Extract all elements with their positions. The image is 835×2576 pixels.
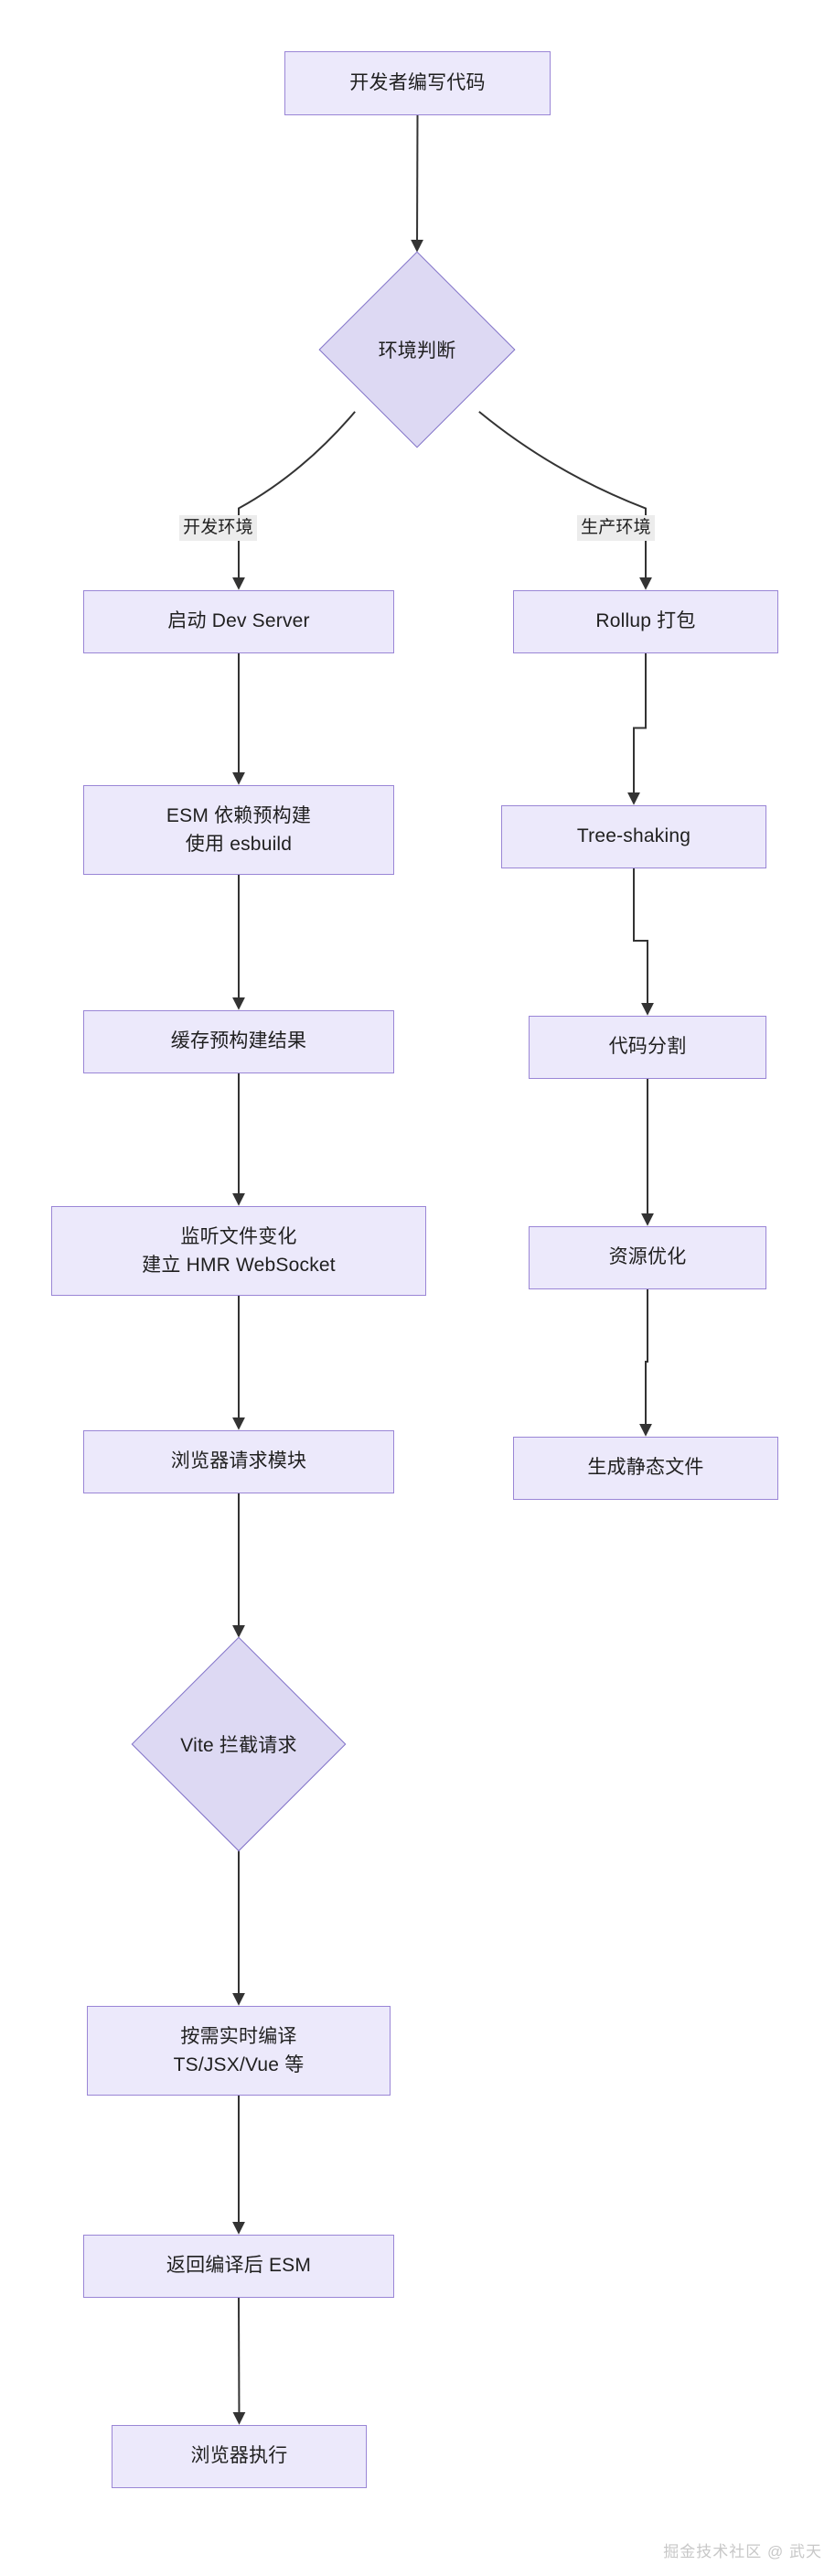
process-node[interactable]: Tree-shaking: [501, 805, 766, 868]
edge-connector: [633, 868, 654, 1016]
process-node[interactable]: 资源优化: [529, 1226, 766, 1289]
decision-node-label: 环境判断: [378, 340, 456, 361]
process-node[interactable]: 按需实时编译 TS/JSX/Vue 等: [87, 2006, 391, 2096]
process-node[interactable]: 代码分割: [529, 1016, 766, 1079]
decision-node[interactable]: 环境判断: [318, 251, 516, 448]
process-node[interactable]: Rollup 打包: [513, 590, 778, 653]
process-node[interactable]: 生成静态文件: [513, 1437, 778, 1500]
process-node[interactable]: 启动 Dev Server: [83, 590, 394, 653]
process-node[interactable]: 缓存预构建结果: [83, 1010, 394, 1073]
edge-connector: [627, 653, 647, 805]
decision-node-label: Vite 拦截请求: [180, 1735, 297, 1756]
edge-label: 开发环境: [179, 515, 257, 541]
process-node[interactable]: ESM 依赖预构建 使用 esbuild: [83, 785, 394, 875]
edge-connector: [639, 1289, 652, 1437]
process-node[interactable]: 返回编译后 ESM: [83, 2235, 394, 2298]
process-node[interactable]: 监听文件变化 建立 HMR WebSocket: [51, 1206, 426, 1296]
edge-connector: [411, 114, 424, 253]
decision-node[interactable]: Vite 拦截请求: [131, 1636, 347, 1852]
process-node[interactable]: 开发者编写代码: [284, 51, 551, 115]
process-node[interactable]: 浏览器请求模块: [83, 1430, 394, 1493]
process-node[interactable]: 浏览器执行: [112, 2425, 367, 2488]
watermark: 掘金技术社区 @ 武天: [663, 2543, 822, 2560]
edge-connector: [232, 2297, 246, 2425]
edge-label: 生产环境: [577, 515, 655, 541]
